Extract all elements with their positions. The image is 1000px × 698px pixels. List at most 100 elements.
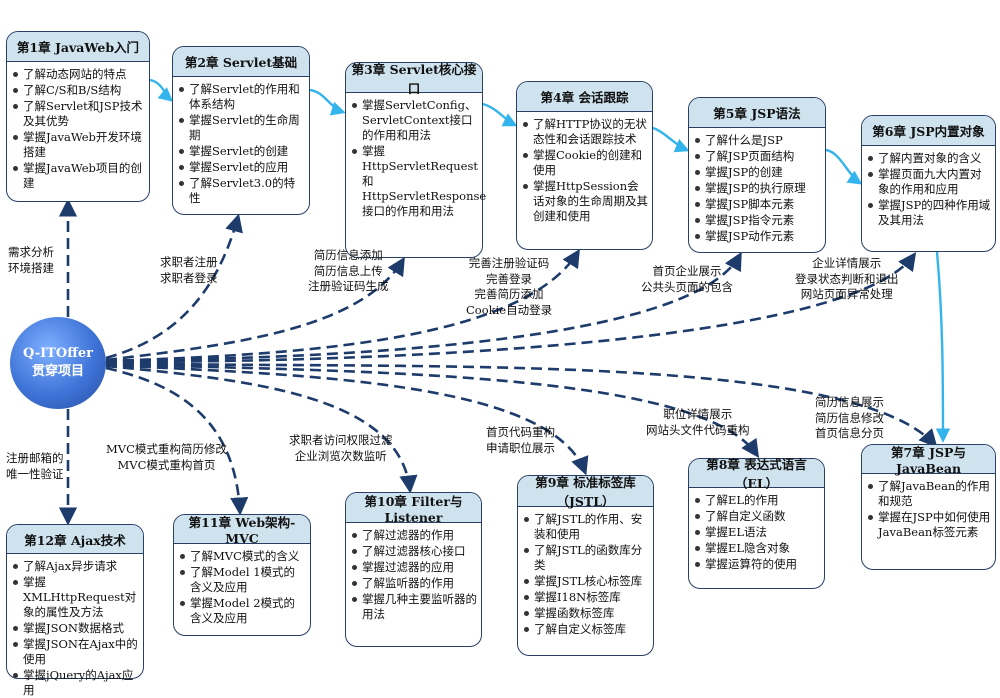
annotation-line: MVC模式重构简历修改 bbox=[106, 442, 227, 456]
link-hub-ch5 bbox=[105, 251, 742, 363]
chapter-item: 掌握JSP指令元素 bbox=[695, 213, 821, 228]
chapter-item: 了解C/S和B/S结构 bbox=[13, 83, 145, 98]
chapter-10-box: 第10章 Filter与Listener 了解过滤器的作用 了解过滤器核心接口 … bbox=[345, 492, 482, 647]
chapter-10-items: 了解过滤器的作用 了解过滤器核心接口 掌握过滤器的应用 了解监听器的作用 掌握几… bbox=[346, 523, 481, 622]
flow-ch6-ch7 bbox=[935, 251, 951, 443]
annotation-line: 简历信息上传 bbox=[313, 263, 383, 278]
annotation-line: 首页代码重构 bbox=[486, 425, 555, 439]
chapter-item: 了解HTTP协议的无状态性和会话跟踪技术 bbox=[523, 117, 647, 146]
chapter-item: 掌握JSON数据格式 bbox=[13, 621, 139, 636]
chapter-item: 了解内置对象的含义 bbox=[868, 151, 991, 166]
annotation-line: 简历信息展示 bbox=[815, 395, 884, 409]
chapter-11-title: 第11章 Web架构-MVC bbox=[174, 515, 310, 546]
chapter-item: 掌握JSP的执行原理 bbox=[695, 181, 821, 196]
chapter-item: 了解JSP页面结构 bbox=[695, 149, 821, 164]
chapter-item: 了解JSTL的作用、安装和使用 bbox=[524, 512, 649, 542]
chapter-item: 了解Servlet和JSP技术及其优势 bbox=[13, 99, 145, 129]
annotation-line: 首页信息分页 bbox=[815, 426, 884, 440]
annotation-line: 需求分析 bbox=[8, 245, 54, 259]
annotation-line: 完善简历添加 bbox=[474, 287, 544, 301]
link-hub-ch10 bbox=[105, 364, 418, 494]
chapter-item: 掌握EL隐含对象 bbox=[695, 541, 820, 556]
annotation-line: 职位详情展示 bbox=[663, 407, 733, 421]
chapter-3-items: 掌握ServletConfig、ServletContext接口的作用和用法 掌… bbox=[346, 93, 487, 219]
annotation-line: 简历信息修改 bbox=[815, 410, 884, 425]
annotation-ch8: 职位详情展示网站头文件代码重构 bbox=[646, 407, 750, 438]
chapter-item: 了解监听器的作用 bbox=[352, 576, 477, 591]
link-hub-ch9 bbox=[105, 363, 589, 476]
chapter-12-box: 第12章 Ajax技术 了解Ajax异步请求 掌握XMLHttpRequest对… bbox=[6, 524, 144, 697]
chapter-item: 掌握EL语法 bbox=[695, 525, 820, 540]
link-hub-ch8 bbox=[105, 362, 760, 459]
chapter-item: 了解JavaBean的作用和规范 bbox=[868, 479, 990, 508]
annotation-line: 登录状态判断和退出 bbox=[795, 271, 899, 286]
annotation-line: 企业详情展示 bbox=[812, 256, 882, 270]
annotation-line: 完善登录 bbox=[486, 271, 533, 286]
chapter-12-title: 第12章 Ajax技术 bbox=[7, 525, 143, 554]
chapter-item: 掌握JavaWeb开发环境搭建 bbox=[13, 130, 145, 160]
link-hub-ch6 bbox=[105, 252, 917, 364]
chapter-6-box: 第6章 JSP内置对象 了解内置对象的含义 掌握页面九大内置对象的作用和应用 掌… bbox=[861, 115, 996, 252]
chapter-1-title: 第1章 JavaWeb入门 bbox=[7, 32, 149, 62]
chapter-item: 掌握ServletConfig、ServletContext接口的作用和用法 bbox=[352, 98, 477, 142]
chapter-11-box: 第11章 Web架构-MVC 了解MVC模式的含义 了解Model 1模式的含义… bbox=[173, 514, 311, 636]
annotation-line: 求职者注册 bbox=[160, 255, 218, 269]
chapter-1-box: 第1章 JavaWeb入门 了解动态网站的特点 了解C/S和B/S结构 了解Se… bbox=[6, 31, 150, 202]
chapter-item: 掌握几种主要监听器的用法 bbox=[352, 592, 477, 621]
chapter-item: 了解过滤器核心接口 bbox=[352, 544, 477, 559]
annotation-line: 网站页面异常处理 bbox=[800, 287, 893, 301]
chapter-12-items: 了解Ajax异步请求 掌握XMLHttpRequest对象的属性及方法 掌握JS… bbox=[7, 554, 143, 698]
chapter-8-box: 第8章 表达式语言（EL） 了解EL的作用 了解自定义函数 掌握EL语法 掌握E… bbox=[688, 457, 825, 589]
chapter-item: 掌握Servlet的生命周期 bbox=[179, 113, 305, 143]
chapter-item: 掌握函数标签库 bbox=[524, 606, 649, 621]
chapter-7-items: 了解JavaBean的作用和规范 掌握在JSP中如何使用JavaBean标签元素 bbox=[862, 474, 995, 540]
chapter-item: 了解Ajax异步请求 bbox=[13, 559, 139, 574]
chapter-item: 掌握XMLHttpRequest对象的属性及方法 bbox=[13, 575, 139, 620]
flow-ch1-ch2 bbox=[149, 78, 174, 102]
annotation-line: 企业浏览次数监听 bbox=[294, 448, 387, 463]
chapter-11-items: 了解MVC模式的含义 了解Model 1模式的含义及应用 掌握Model 2模式… bbox=[174, 544, 310, 626]
chapter-item: 掌握JSP的创建 bbox=[695, 165, 821, 180]
flow-ch4-ch5 bbox=[652, 126, 690, 153]
chapter-6-title: 第6章 JSP内置对象 bbox=[862, 116, 995, 146]
chapter-4-items: 了解HTTP协议的无状态性和会话跟踪技术 掌握Cookie的创建和使用 掌握Ht… bbox=[517, 112, 652, 224]
chapter-item: 了解Model 1模式的含义及应用 bbox=[180, 565, 306, 595]
chapter-item: 掌握HttpServletRequest和HttpServletResponse… bbox=[352, 144, 487, 218]
annotation-line: 求职者访问权限过滤 bbox=[289, 433, 393, 447]
chapter-7-title: 第7章 JSP与JavaBean bbox=[862, 445, 995, 476]
chapter-6-items: 了解内置对象的含义 掌握页面九大内置对象的作用和应用 掌握JSP的四种作用域及其… bbox=[862, 146, 995, 228]
chapter-item: 掌握JSP的四种作用域及其用法 bbox=[868, 198, 991, 227]
annotation-line: 首页企业展示 bbox=[652, 264, 722, 278]
annotation-line: Cookie自动登录 bbox=[466, 302, 553, 317]
annotation-ch7: 简历信息展示简历信息修改首页信息分页 bbox=[815, 395, 884, 442]
annotation-ch6: 企业详情展示登录状态判断和退出网站页面异常处理 bbox=[795, 256, 899, 303]
chapter-item: 掌握jQuery的Ajax应用 bbox=[13, 668, 139, 698]
chapter-2-title: 第2章 Servlet基础 bbox=[173, 47, 309, 77]
annotation-line: 公共头页面的包含 bbox=[641, 279, 733, 294]
annotation-line: 完善注册验证码 bbox=[468, 256, 550, 270]
chapter-item: 掌握JSP脚本元素 bbox=[695, 197, 821, 212]
flow-ch3-ch4 bbox=[482, 102, 518, 127]
annotation-ch9: 首页代码重构申请职位展示 bbox=[486, 425, 555, 456]
chapter-9-items: 了解JSTL的作用、安装和使用 了解JSTL的函数库分类 掌握JSTL核心标签库… bbox=[518, 507, 653, 637]
link-hub-ch7 bbox=[105, 361, 938, 448]
chapter-item: 掌握Servlet的应用 bbox=[179, 160, 305, 175]
link-hub-ch2 bbox=[105, 213, 243, 360]
chapter-9-title: 第9章 标准标签库（JSTL） bbox=[518, 475, 653, 509]
chapter-item: 掌握JSTL核心标签库 bbox=[524, 574, 649, 589]
annotation-ch2: 求职者注册求职者登录 bbox=[160, 255, 218, 286]
annotation-line: 注册验证码生成 bbox=[308, 279, 389, 293]
chapter-3-title: 第3章 Servlet核心接口 bbox=[346, 62, 482, 96]
chapter-item: 掌握I18N标签库 bbox=[524, 590, 649, 605]
chapter-item: 掌握运算符的使用 bbox=[695, 557, 820, 572]
chapter-4-box: 第4章 会话跟踪 了解HTTP协议的无状态性和会话跟踪技术 掌握Cookie的创… bbox=[516, 81, 653, 250]
chapter-item: 掌握JSP动作元素 bbox=[695, 229, 821, 244]
chapter-item: 了解自定义标签库 bbox=[524, 622, 649, 637]
chapter-item: 了解什么是JSP bbox=[695, 133, 821, 148]
chapter-item: 了解动态网站的特点 bbox=[13, 67, 145, 82]
chapter-7-box: 第7章 JSP与JavaBean 了解JavaBean的作用和规范 掌握在JSP… bbox=[861, 444, 996, 570]
annotation-line: 网站头文件代码重构 bbox=[646, 422, 750, 437]
annotation-ch1: 需求分析环境搭建 bbox=[8, 245, 54, 276]
